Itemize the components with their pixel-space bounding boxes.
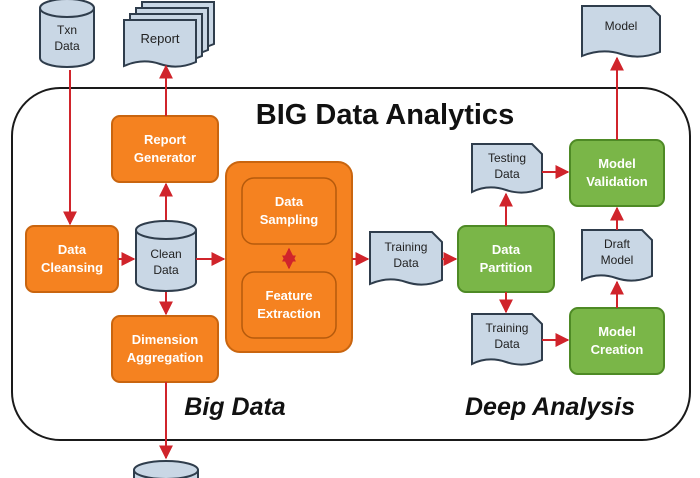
- section-label-big-data: Big Data: [184, 393, 286, 422]
- report-document-stack: [123, 1, 215, 68]
- testing-data-label: Testing Data: [487, 150, 527, 181]
- draft-model-label: Draft Model: [600, 236, 634, 267]
- draft-model-document: [581, 229, 653, 282]
- training-data-low-document: [471, 313, 543, 366]
- txn-data-cylinder: [39, 0, 95, 68]
- model-creation-label: Model Creation: [590, 324, 644, 357]
- data-sampling-label: Data Sampling: [259, 194, 319, 227]
- model-validation-label: Model Validation: [586, 156, 648, 189]
- data-partition-label: Data Partition: [479, 242, 533, 275]
- testing-data-document: [471, 143, 543, 194]
- training-data-mid-label: Training Data: [384, 239, 428, 270]
- feature-extraction-label: Feature Extraction: [257, 288, 321, 321]
- model-label: Model: [604, 18, 638, 33]
- training-data-low-label: Training Data: [485, 320, 529, 351]
- dimension-aggregation-label: Dimension Aggregation: [126, 332, 204, 365]
- output-data-cylinder: [133, 460, 199, 478]
- clean-data-label: Clean Data: [150, 246, 182, 277]
- data-sampling-box: [241, 177, 337, 245]
- clean-data-cylinder: [135, 220, 197, 292]
- data-cleansing-label: Data Cleansing: [40, 242, 104, 275]
- model-document: [581, 5, 661, 58]
- section-label-deep-analysis: Deep Analysis: [465, 393, 635, 422]
- txn-data-label: Txn Data: [54, 22, 80, 53]
- report-generator-label: Report Generator: [133, 132, 197, 165]
- diagram-title: BIG Data Analytics: [255, 99, 515, 132]
- training-data-mid-document: [369, 231, 443, 286]
- report-label: Report: [140, 31, 180, 47]
- feature-extraction-box: [241, 271, 337, 339]
